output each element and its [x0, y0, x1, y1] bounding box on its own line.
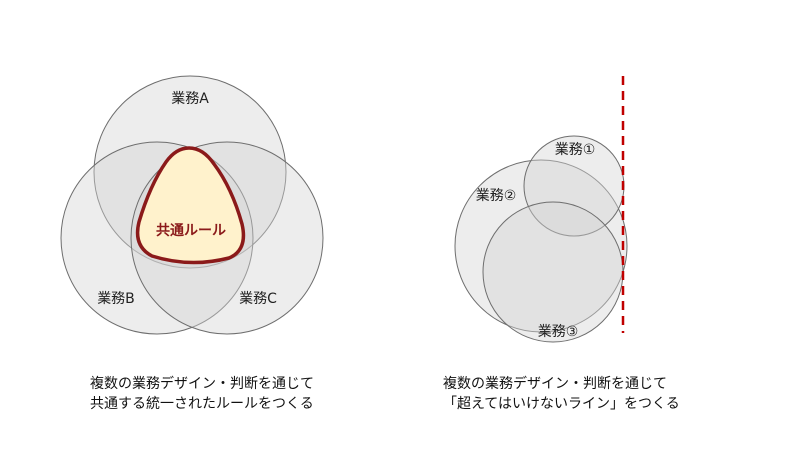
left-caption-line-1: 複数の業務デザイン・判断を通じて: [90, 376, 314, 392]
label-2: 業務②: [476, 188, 517, 204]
left-caption-line-2: 共通する統一されたルールをつくる: [90, 396, 314, 412]
circle-2: [454, 159, 628, 333]
common-rule-shape: [135, 146, 246, 265]
label-common-rule: 共通ルール: [156, 222, 226, 239]
right-circle-diagram: 業務① 業務② 業務③: [454, 76, 628, 343]
label-1: 業務①: [555, 142, 596, 158]
circle-3: [482, 201, 624, 343]
left-caption: 複数の業務デザイン・判断を通じて 共通する統一されたルールをつくる: [90, 374, 314, 414]
right-caption-line-1: 複数の業務デザイン・判断を通じて: [443, 376, 667, 392]
left-venn-diagram: 業務A 業務B 業務C 共通ルール: [60, 75, 324, 335]
right-caption: 複数の業務デザイン・判断を通じて 「超えてはいけないライン」をつくる: [443, 374, 680, 414]
label-a: 業務A: [171, 91, 209, 107]
label-3: 業務③: [538, 324, 579, 340]
label-c: 業務C: [239, 291, 277, 307]
label-b: 業務B: [97, 291, 135, 307]
right-caption-line-2: 「超えてはいけないライン」をつくる: [443, 396, 680, 412]
